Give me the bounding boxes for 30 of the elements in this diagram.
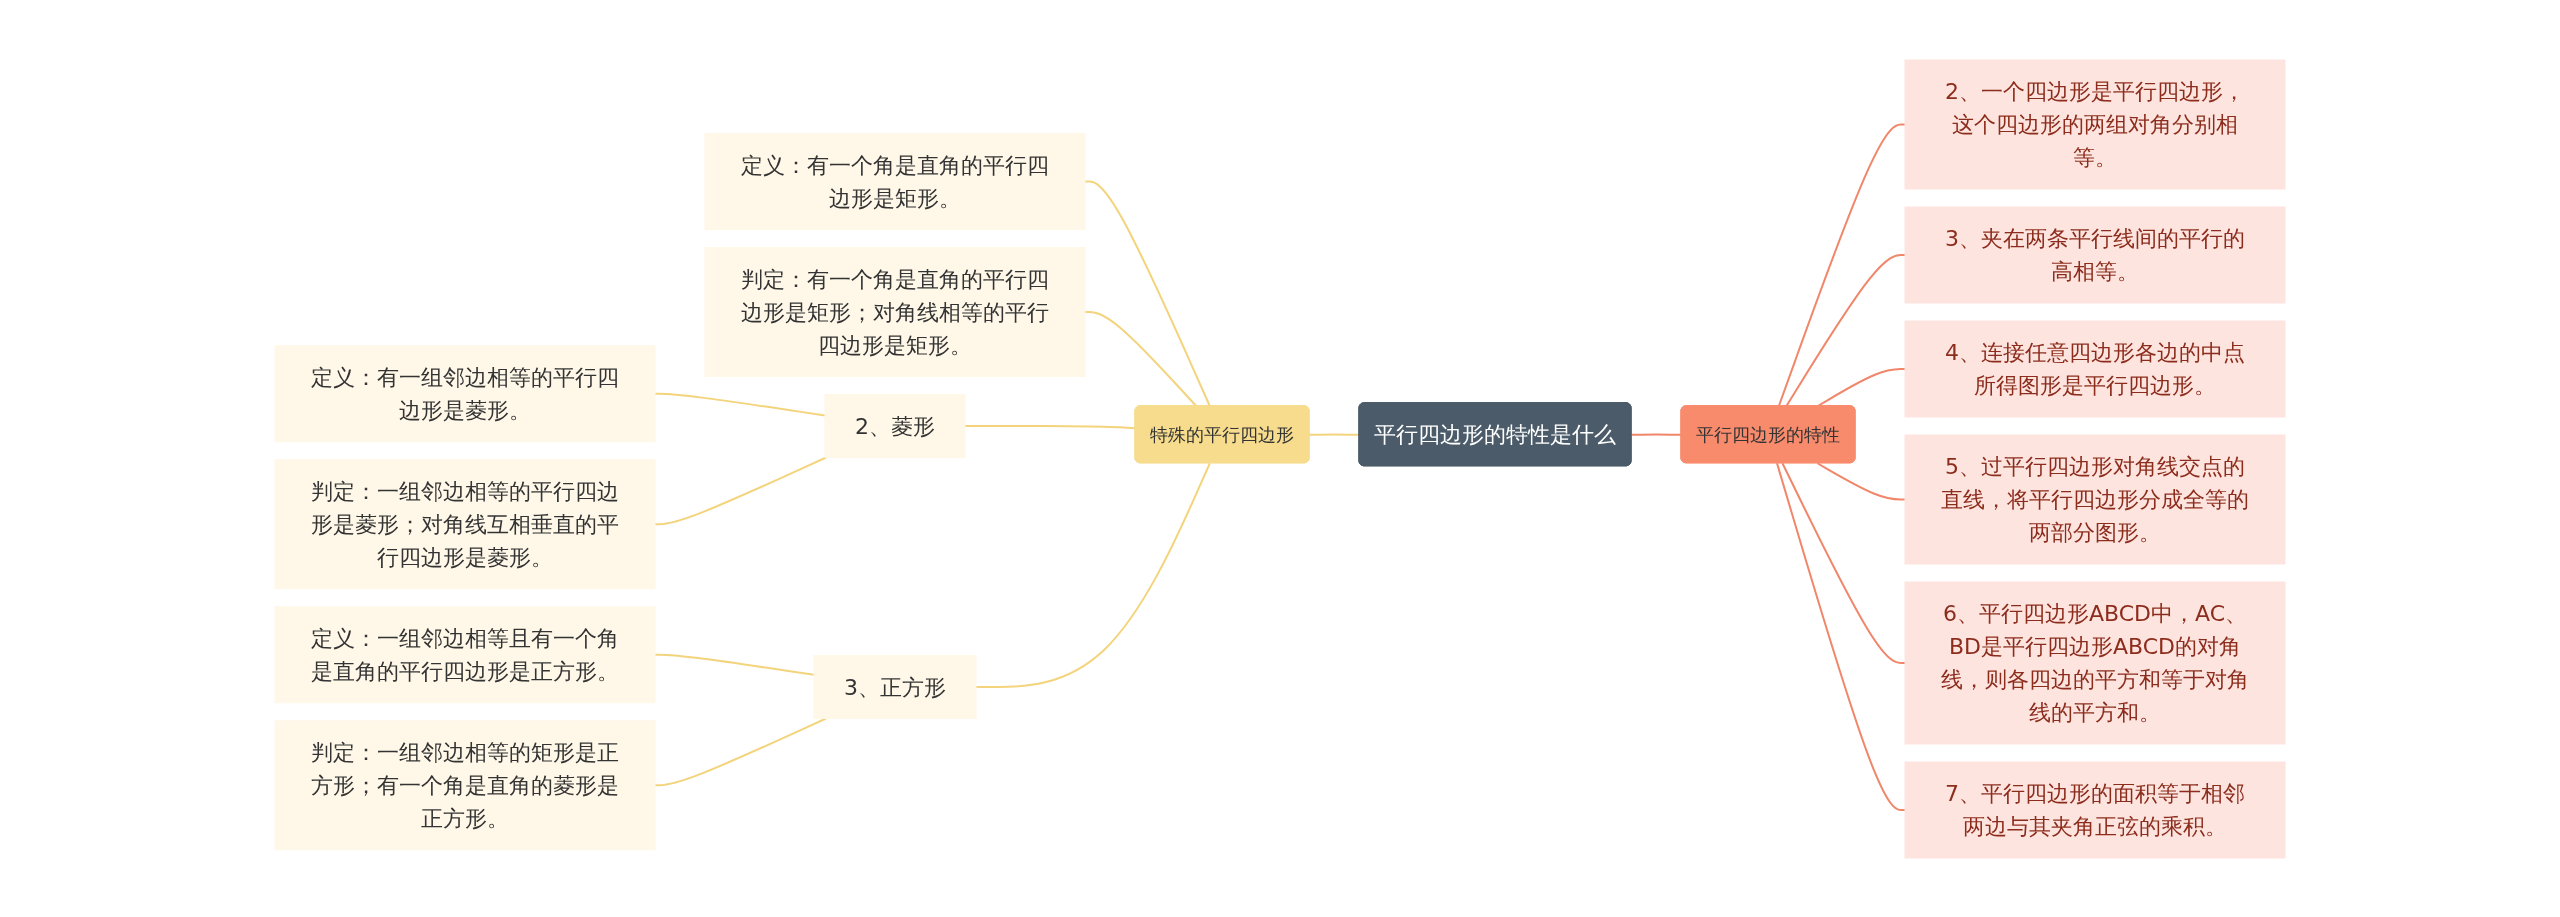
connector <box>654 653 815 676</box>
connector <box>654 717 828 786</box>
connector <box>1781 461 1906 664</box>
connector <box>1777 123 1906 407</box>
node-box: 2、菱形 <box>824 393 966 458</box>
node-box: 7、平行四边形的面积等于相邻两边与其夹角正弦的乘积。 <box>1904 761 2286 858</box>
node-box: 2、一个四边形是平行四边形，这个四边形的两组对角分别相等。 <box>1904 59 2286 189</box>
connector <box>654 392 826 416</box>
connector <box>1084 310 1198 407</box>
connector <box>1084 180 1211 407</box>
connector <box>1816 461 1906 500</box>
node-box: 3、正方形 <box>813 654 977 719</box>
connector <box>1308 432 1361 436</box>
node-box: 判定：有一个角是直角的平行四边形是矩形；对角线相等的平行四边形是矩形。 <box>704 246 1086 377</box>
connector <box>1630 432 1683 436</box>
node-box: 定义：有一个角是直角的平行四边形是矩形。 <box>704 132 1086 230</box>
node-box: 判定：一组邻边相等的矩形是正方形；有一个角是直角的菱形是正方形。 <box>274 719 656 850</box>
node-box: 定义：有一组邻边相等的平行四边形是菱形。 <box>274 344 656 442</box>
connector <box>654 456 828 525</box>
connector <box>1785 253 1906 407</box>
connector <box>1776 461 1906 811</box>
node-box: 定义：一组邻边相等且有一个角是直角的平行四边形是正方形。 <box>274 605 656 703</box>
connector <box>975 461 1211 688</box>
node-box: 5、过平行四边形对角线交点的直线，将平行四边形分成全等的两部分图形。 <box>1904 434 2286 564</box>
node-box: 6、平行四边形ABCD中，AC、BD是平行四边形ABCD的对角线，则各四边的平方和等于对角线的平方和。 <box>1904 581 2286 744</box>
connector <box>964 424 1137 429</box>
node-box: 3、夹在两条平行线间的平行的高相等。 <box>1904 206 2286 303</box>
node-box: 4、连接任意四边形各边的中点所得图形是平行四边形。 <box>1904 320 2286 417</box>
node-box: 判定：一组邻边相等的平行四边形是菱形；对角线互相垂直的平行四边形是菱形。 <box>274 458 656 589</box>
connector <box>1816 367 1906 407</box>
